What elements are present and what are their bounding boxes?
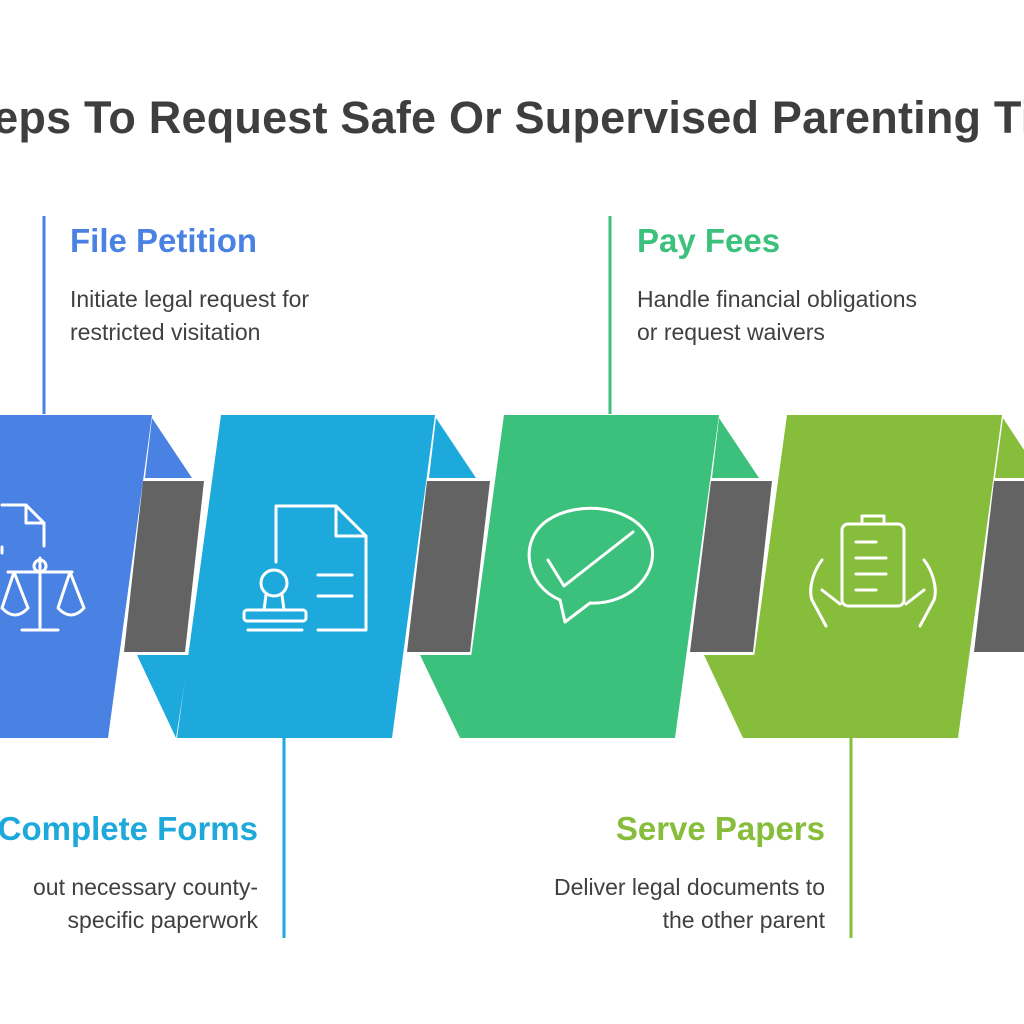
step-title-pay-fees: Pay Fees bbox=[637, 222, 781, 259]
connector-4 bbox=[974, 481, 1024, 652]
connector-1 bbox=[124, 481, 204, 652]
step-title-complete-forms: Complete Forms bbox=[0, 810, 258, 847]
fold-1a bbox=[145, 418, 192, 478]
connector-2 bbox=[407, 481, 490, 652]
step-description-complete-forms: out necessary county- specific paperwork bbox=[32, 874, 258, 933]
document-stamp-icon bbox=[242, 504, 368, 632]
fold-2b bbox=[420, 655, 472, 738]
step-panel-file-petition bbox=[0, 415, 152, 738]
step-panel-pay-fees bbox=[460, 415, 719, 738]
step-description-pay-fees: Handle financial obligations or request … bbox=[637, 286, 918, 345]
fold-3a bbox=[712, 418, 759, 478]
fold-3b bbox=[704, 655, 756, 738]
connector-3 bbox=[690, 481, 772, 652]
step-description-serve-papers: Deliver legal documents to the other par… bbox=[553, 874, 825, 933]
fold-2a bbox=[429, 418, 476, 478]
step-panel-serve-papers bbox=[743, 415, 1002, 738]
check-speech-bubble-icon bbox=[527, 506, 654, 624]
step-title-file-petition: File Petition bbox=[70, 222, 258, 259]
fold-1b bbox=[137, 655, 189, 738]
step-description-file-petition: Initiate legal request for restricted vi… bbox=[70, 286, 310, 345]
clipboard-in-hands-icon bbox=[809, 514, 937, 628]
step-panel-complete-forms bbox=[177, 415, 435, 738]
diagram-title: teps To Request Safe Or Supervised Paren… bbox=[0, 92, 1024, 143]
legal-document-scale-icon bbox=[0, 503, 86, 632]
step-title-serve-papers: Serve Papers bbox=[615, 810, 825, 847]
fold-4a bbox=[995, 418, 1024, 478]
